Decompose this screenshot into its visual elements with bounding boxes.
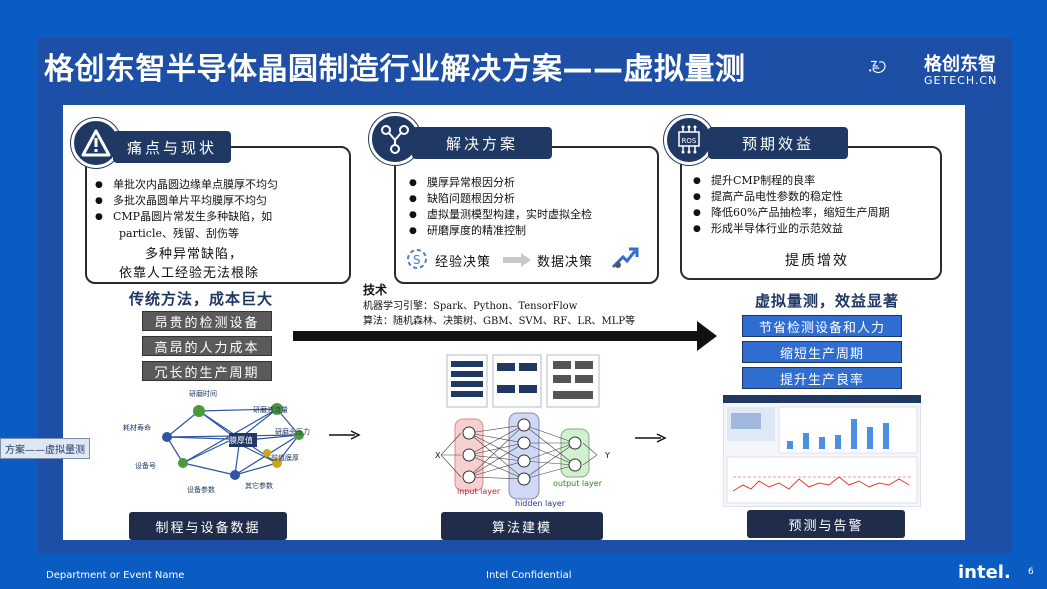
expected-header: 预期效益 (708, 127, 848, 159)
decision-from-label: 经验决策 (435, 255, 492, 270)
solution-bullet: 研磨厚度的精准控制 (407, 223, 652, 239)
pain-header: 痛点与现状 (113, 131, 231, 163)
graph-node-label: 研磨头压力 (275, 428, 310, 436)
graph-node-label: 设备号 (135, 462, 156, 470)
graph-node-label: 设备参数 (187, 486, 215, 494)
nn-x-label: X (435, 451, 441, 460)
warning-icon (71, 118, 121, 168)
expected-bullets: 提升CMP制程的良率 提高产品电性参数的稳定性 降低60%产品抽检率，缩短生产周… (691, 173, 941, 237)
traditional-title: 传统方法，成本巨大 (129, 290, 274, 308)
solution-bullet: 缺陷问题根因分析 (407, 191, 652, 207)
content-panel: 痛点与现状 单批次内晶圆边缘单点膜厚不均匀 多批次晶圆单片平均膜厚不均匀 CMP… (63, 105, 965, 540)
expected-bullet: 形成半导体行业的示范效益 (691, 221, 941, 237)
traditional-item: 高昂的人力成本 (142, 336, 272, 356)
getech-logo-icon (869, 60, 886, 74)
footer-left: Department or Event Name (46, 570, 185, 581)
parameter-network-graph (162, 403, 304, 480)
solution-header: 解决方案 (412, 127, 552, 159)
expected-summary: 提质增效 (785, 253, 849, 269)
pain-bullets: 单批次内晶圆边缘单点膜厚不均匀 多批次晶圆单片平均膜厚不均匀 CMP晶圆片常发生… (93, 177, 343, 225)
graph-node-label: 研磨液流量 (253, 406, 288, 414)
pain-continuation: particle、残留、刮伤等 (119, 227, 239, 240)
logo-text-cn: 格创东智 (924, 54, 996, 75)
logo-text-en: GETECH.CN (924, 74, 998, 87)
algorithm-modeling-label: 算法建模 (441, 512, 603, 540)
nn-y-label: Y (605, 451, 610, 460)
solution-bullet: 膜厚异常根因分析 (407, 175, 652, 191)
slide-title: 格创东智半导体晶圆制造行业解决方案——虚拟量测 (44, 52, 746, 87)
arrow-right-icon (329, 430, 361, 440)
expected-bullet: 提高产品电性参数的稳定性 (691, 189, 941, 205)
decision-to-label: 数据决策 (537, 255, 594, 270)
vm-item: 提升生产良率 (742, 367, 902, 389)
pain-summary-line2: 依靠人工经验无法根除 (119, 266, 260, 281)
footer-center: Intel Confidential (486, 570, 572, 581)
pain-summary-line1: 多种异常缺陷， (145, 247, 244, 262)
expected-bullet: 降低60%产品抽检率，缩短生产周期 (691, 205, 941, 221)
decision-process-icon: S (407, 249, 427, 269)
traditional-item: 昂贵的检测设备 (142, 311, 272, 331)
tech-title: 技术 (363, 283, 388, 297)
tech-line1: 机器学习引擎：Spark、Python、TensorFlow (363, 301, 578, 312)
prediction-alert-label: 预测与告警 (747, 510, 905, 538)
vm-item: 缩短生产周期 (742, 341, 902, 363)
graph-node-label: 耗材寿命 (123, 424, 151, 432)
graph-center-label: 膜厚值 (229, 436, 253, 445)
dashboard-screenshot-thumbnail (723, 395, 921, 507)
arrow-right-icon (503, 253, 531, 267)
expected-bullet: 提升CMP制程的良率 (691, 173, 941, 189)
vm-item: 节省检测设备和人力 (742, 315, 902, 337)
nn-hidden-label: hidden layer (515, 499, 566, 508)
svg-text:ROS: ROS (682, 137, 697, 145)
system-architecture-thumbnail (446, 354, 600, 408)
svg-text:S: S (413, 253, 421, 267)
neural-network-diagram (440, 412, 598, 500)
pain-bullet: CMP晶圆片常发生多种缺陷，如 (93, 209, 343, 225)
page-number: 6 (1028, 567, 1034, 577)
intel-logo: intel. (958, 562, 1011, 583)
growth-arrow-icon (611, 247, 639, 269)
graph-node-label: 研磨时间 (189, 390, 217, 398)
tech-line2: 算法：随机森林、决策树、GBM、SVM、RF、LR、MLP等 (363, 316, 636, 327)
graph-node-label: 前值膜厚 (271, 454, 299, 462)
ros-chip-icon: ROS (664, 115, 714, 165)
solution-bullet: 虚拟量测模型构建，实时虚拟全检 (407, 207, 652, 223)
pain-bullet: 单批次内晶圆边缘单点膜厚不均匀 (93, 177, 343, 193)
nn-output-label: output layer (553, 479, 602, 488)
vm-title: 虚拟量测，效益显著 (755, 292, 900, 310)
solution-bullets: 膜厚异常根因分析 缺陷问题根因分析 虚拟量测模型构建，实时虚拟全检 研磨厚度的精… (407, 175, 652, 239)
graph-node-label: 其它参数 (245, 482, 273, 490)
traditional-item: 冗长的生产周期 (142, 361, 272, 381)
arrow-right-icon (635, 433, 667, 443)
pain-bullet: 多批次晶圆单片平均膜厚不均匀 (93, 193, 343, 209)
process-equipment-data-label: 制程与设备数据 (129, 512, 287, 540)
nn-input-label: input layer (457, 487, 501, 496)
tooltip: 方案——虚拟量测 (0, 438, 90, 459)
big-arrow-icon (293, 321, 717, 351)
